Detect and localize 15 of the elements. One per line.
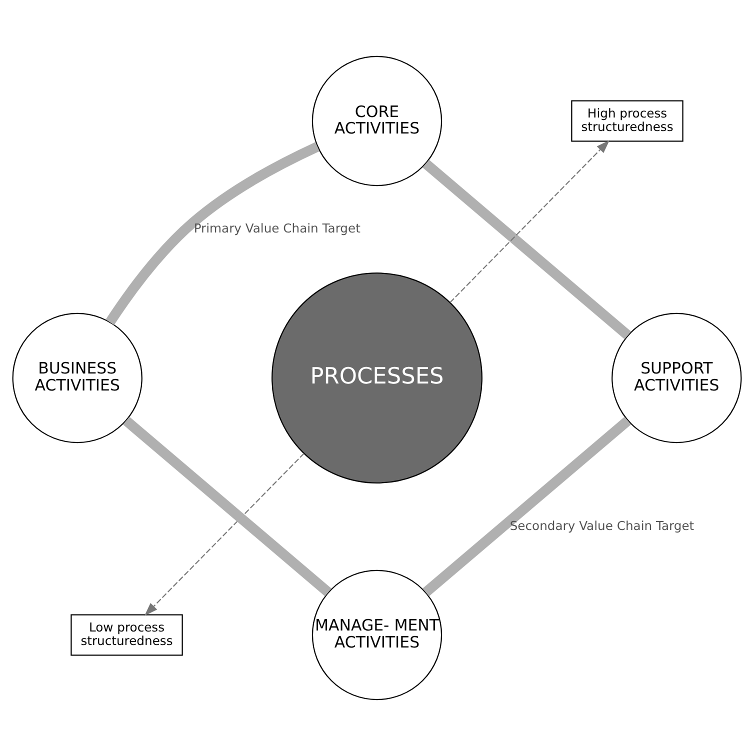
arrow: [450, 140, 610, 303]
node-circle: MANAGE- MENT ACTIVITIES: [312, 570, 442, 700]
arrow: [144, 453, 304, 616]
edge-label: Secondary Value Chain Target: [510, 518, 694, 533]
node-circle: PROCESSES: [272, 272, 482, 484]
node-box: Low process structuredness: [70, 614, 183, 656]
connector: [106, 142, 320, 326]
connector: [122, 416, 332, 596]
connector: [422, 160, 632, 340]
node-box: High process structuredness: [571, 100, 684, 142]
edge-label: Primary Value Chain Target: [194, 221, 360, 236]
node-circle: BUSINESS ACTIVITIES: [12, 312, 142, 444]
node-circle: SUPPORT ACTIVITIES: [612, 312, 742, 444]
node-circle: CORE ACTIVITIES: [312, 56, 442, 186]
connector: [422, 416, 632, 596]
